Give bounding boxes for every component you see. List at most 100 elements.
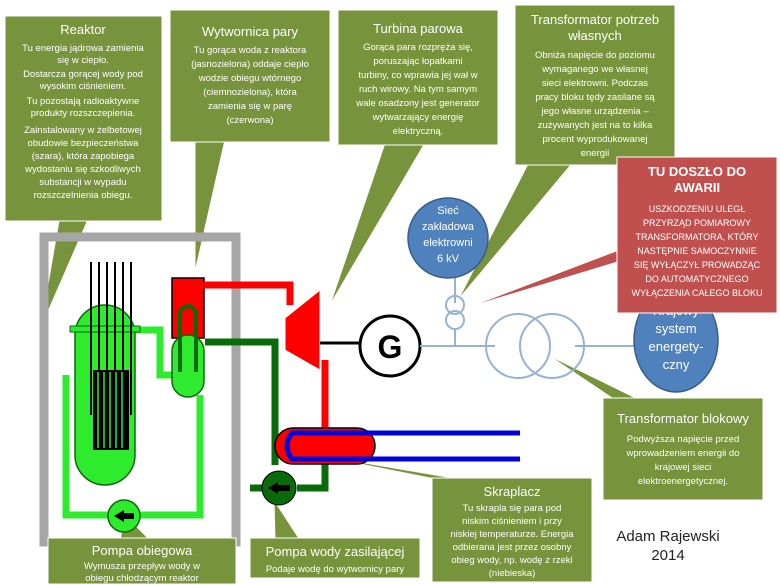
feed-pump-pointer: [273, 498, 301, 541]
steam-generator-line-5: (czerwona): [227, 115, 274, 126]
feed-pump-arrow: [268, 482, 290, 494]
failure-line-3: NASTĘPNIE SAMOCZYNNIE: [637, 246, 757, 256]
primary-circuit: [62, 326, 204, 519]
turbine-line-6: elektryczną.: [393, 126, 444, 137]
failure-line-4: SIĘ WYŁĄCZYŁ PROWADZĄC: [634, 260, 761, 270]
main-pump-arrow: [114, 510, 134, 522]
aux-transformer-line-0: Obniża napięcie do poziomu: [535, 50, 655, 61]
main-pump-line-0: Wymusza przepływ wody w: [84, 561, 200, 572]
block-transformer: [485, 313, 585, 379]
steam-generator-line-0: Tu gorąca woda z reaktora: [194, 45, 307, 56]
condenser-line-4: obieg wody, np. wodę z rzeki: [451, 555, 572, 566]
reactor-line-0: Tu energia jądrowa zamienia: [22, 43, 144, 54]
block-transformer-line-2: krajowej sieci: [655, 462, 712, 473]
turbine-line-0: Gorąca para rozpręża się,: [363, 42, 473, 53]
plant-grid: Sieć zakładowa elektrowni 6 kV: [407, 197, 489, 279]
aux-transformer-line-4: jego własne urządzenia –: [540, 106, 649, 117]
main-pump-title: Pompa obiegowa: [92, 543, 193, 558]
failure-callout: TU DOSZŁO DO AWARII USZKODZENIU ULEGŁ PR…: [616, 156, 778, 314]
aux-transformer-title-1: własnych: [567, 28, 621, 43]
reactor-line-3: wysokim ciśnieniem.: [39, 81, 127, 92]
condenser-line-0: Tu skrapla się para pod: [463, 503, 562, 514]
failure-line-1: PRZYRZĄD POMIAROWY: [643, 218, 751, 228]
steam-generator-title: Wytwornica pary: [202, 24, 298, 39]
aux-transformer-line-3: pracy bloku tędy zasilane są: [535, 92, 655, 103]
reactor-title: Reaktor: [60, 22, 106, 37]
steam-line: [204, 281, 329, 432]
turbine-line-2: turbiny, co wprawia jej wał w: [358, 70, 477, 81]
main-pump-callout: Pompa obiegowa Wymusza przepływ wody w o…: [47, 537, 237, 585]
cooling-water-loop: [284, 430, 520, 462]
aux-transformer-line-6: procent wyprodukowanej: [542, 134, 647, 145]
condenser-line-5: (niebieska): [489, 568, 535, 579]
condenser: [274, 427, 520, 465]
generator-label: G: [378, 329, 403, 365]
signature-year: 2014: [651, 547, 684, 564]
turbine: [284, 288, 321, 371]
failure-line-0: USZKODZENIU ULEGŁ: [649, 204, 746, 214]
block-transformer-callout: Transformator blokowy Podwyższa napięcie…: [602, 397, 764, 501]
steam-generator-line-3: (ciemnozielona), która: [203, 87, 297, 98]
feed-pump-title: Pompa wody zasilającej: [266, 544, 405, 559]
failure-title-0: TU DOSZŁO DO: [648, 164, 746, 179]
reactor-line-5: produkty rozszczepienia.: [31, 108, 136, 119]
reactor-callout: Reaktor Tu energia jądrowa zamienia się …: [4, 15, 163, 222]
block-transformer-line-0: Podwyższa napięcie przed: [627, 434, 739, 445]
national-grid: Krajowy system energety- czny: [633, 287, 719, 393]
steam-generator: [171, 277, 205, 398]
condenser-line-2: niskiej temperaturze. Energia: [450, 529, 574, 540]
feed-pump-callout: Pompa wody zasilającej Podaje wodę do wy…: [249, 537, 421, 579]
secondary-circuit: [205, 338, 329, 492]
reactor-line-1: się w ciepło.: [57, 55, 109, 66]
block-transformer-title: Transformator blokowy: [617, 411, 749, 426]
condenser-line-1: niskim ciśnieniem i przy: [462, 516, 562, 527]
aux-transformer-line-1: wymaganego we własnej: [541, 64, 648, 75]
condenser-title: Skraplacz: [483, 484, 540, 499]
feed-pump-line-0: Podaje wodę do wytwornicy pary: [266, 564, 405, 575]
steam-generator-callout: Wytwornica pary Tu gorąca woda z reaktor…: [169, 9, 331, 143]
turbine-line-3: ruch wirowy. Na tym samym: [359, 84, 477, 95]
plant-grid-line-3: 6 kV: [437, 253, 460, 265]
failure-line-6: WYŁĄCZENIA CAŁEGO BLOKU: [631, 288, 762, 298]
aux-transformer-line-7: energii: [581, 148, 610, 159]
failure-line-2: TRANSFORMATORA, KTÓRY: [635, 232, 758, 242]
national-grid-line-3: czny: [663, 357, 690, 372]
aux-transformer: [445, 295, 465, 330]
aux-transformer-title-0: Transformator potrzeb: [531, 12, 659, 27]
plant-grid-line-1: zakładowa: [422, 221, 475, 233]
reactor-line-4: Tu pozostają radioaktywne: [27, 96, 140, 107]
steam-generator-line-1: (jasnozielona) oddaje ciepło: [191, 59, 309, 70]
reactor-line-10: substancji w wypadu: [39, 177, 126, 188]
turbine-title: Turbina parowa: [373, 21, 464, 36]
reactor-vessel: [69, 262, 141, 486]
main-pump: [107, 499, 141, 533]
turbine-callout: Turbina parowa Gorąca para rozpręża się,…: [337, 9, 499, 146]
reactor-line-8: (szara), która zapobiega: [32, 151, 135, 162]
steam-generator-line-2: wodzie obiegu wtórnego: [198, 73, 301, 84]
aux-transformer-line-2: sieci elektrowni. Podczas: [542, 78, 648, 89]
generator: G: [358, 314, 422, 378]
condenser-line-3: odbierana jest przez osobny: [453, 542, 572, 553]
block-transformer-line-1: wprowadzeniem energii do: [625, 448, 739, 459]
main-pump-line-1: obiegu chłodzącym reaktor: [85, 573, 199, 584]
condenser-callout: Skraplacz Tu skrapla się para pod niskim…: [431, 477, 593, 583]
plant-grid-line-2: elektrowni: [423, 237, 473, 249]
steam-generator-line-4: zamienia się w parę: [208, 101, 292, 112]
aux-transformer-line-5: zużywanych jest na to kilka: [538, 120, 653, 131]
failure-line-5: DO AUTOMATYCZNEGO: [645, 274, 748, 284]
turbine-line-5: wytwarzający energię: [372, 112, 464, 123]
steam-generator-pointer: [194, 139, 226, 273]
reactor-line-2: Dostarcza gorącej wody pod: [23, 69, 143, 80]
reactor-line-9: wydostaniu się szkodliwych: [24, 164, 141, 175]
reactor-line-11: rozszczelnienia obiegu.: [34, 190, 133, 201]
reactor-core: [93, 370, 129, 450]
national-grid-line-1: system: [655, 321, 696, 336]
block-transformer-line-3: elektroenergetycznej.: [638, 476, 728, 487]
turbine-line-1: poruszając łopatkami: [373, 56, 462, 67]
reactor-line-6: Zainstalowany w żelbetowej: [24, 125, 142, 136]
reactor-line-7: obudowie bezpieczeństwa: [28, 138, 140, 149]
national-grid-line-2: energety-: [649, 339, 704, 354]
failure-title-1: AWARII: [674, 180, 720, 195]
aux-transformer-callout: Transformator potrzeb własnych Obniża na…: [514, 4, 676, 166]
